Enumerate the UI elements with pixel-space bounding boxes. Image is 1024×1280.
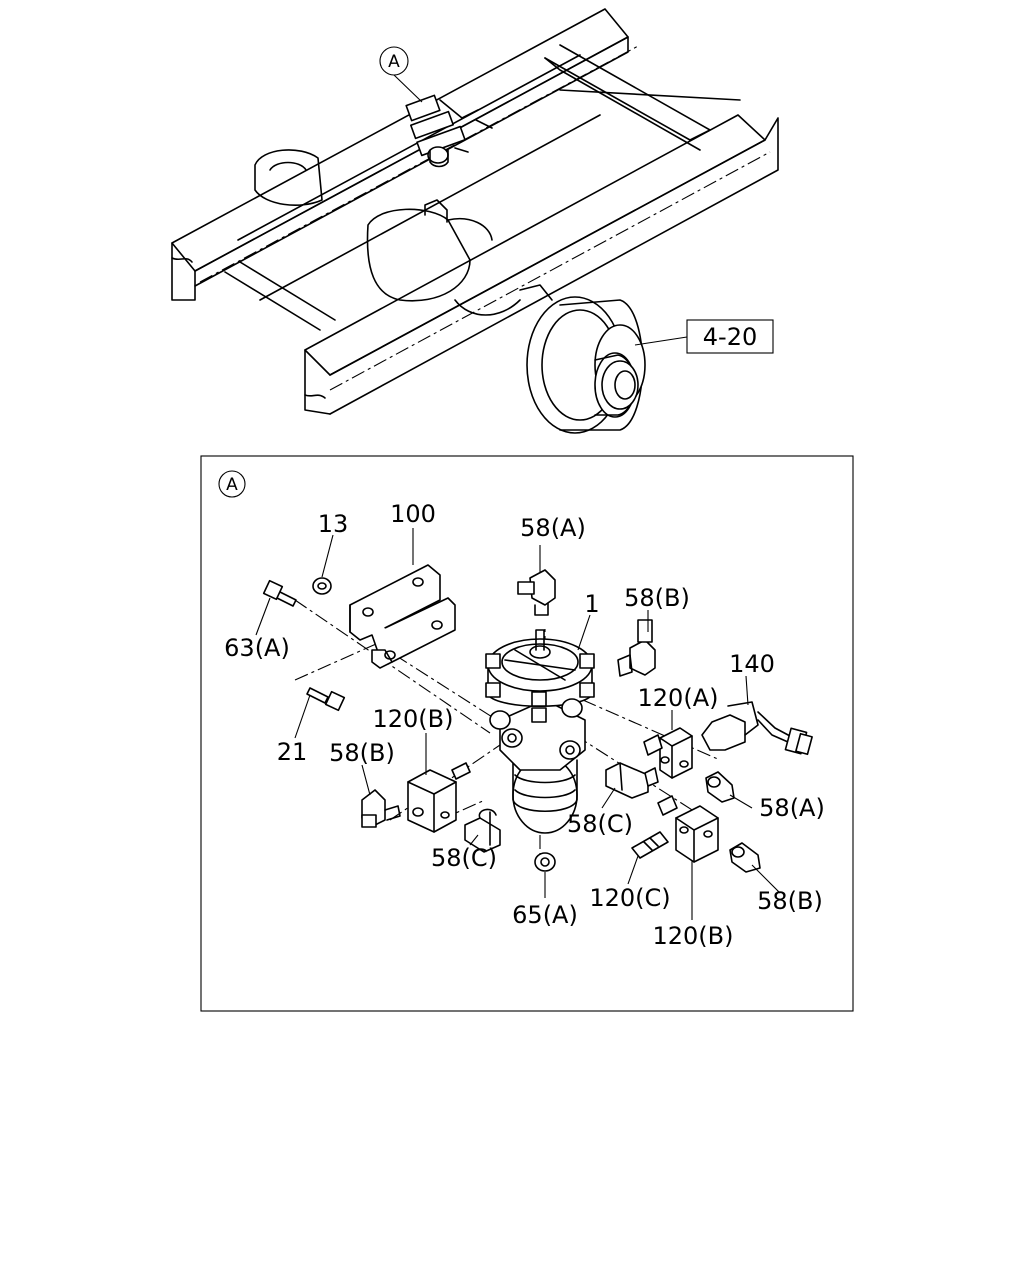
overview-callout-a-letter: A <box>388 52 400 72</box>
label-58c-low: 58(C) <box>431 844 497 872</box>
valve-assembly-location <box>405 94 493 168</box>
chassis-frame-illustration <box>171 8 779 434</box>
part-58b-right-cap[interactable] <box>729 842 761 873</box>
label-120a: 120(A) <box>638 684 719 712</box>
detail-callout-a: A <box>218 470 246 498</box>
part-58b-left-elbow[interactable] <box>361 789 401 828</box>
label-1: 1 <box>584 590 599 618</box>
label-21: 21 <box>277 738 308 766</box>
label-58a-right: 58(A) <box>759 794 825 822</box>
part-58c-mid-fitting[interactable] <box>605 762 659 799</box>
part-120a-block[interactable] <box>643 727 693 779</box>
part-65a-nut[interactable] <box>534 852 556 872</box>
part-140-sensor[interactable] <box>701 701 813 756</box>
detail-view-frame <box>200 455 854 1012</box>
detail-callout-a-letter: A <box>226 475 238 495</box>
part-63a-bolt[interactable] <box>262 579 297 607</box>
label-120c: 120(C) <box>589 884 670 912</box>
label-13: 13 <box>318 510 349 538</box>
part-21-bolt[interactable] <box>306 687 346 712</box>
label-58b-left: 58(B) <box>329 739 395 767</box>
part-58c-lower-left-fitting[interactable] <box>464 808 501 853</box>
label-58b-top: 58(B) <box>624 584 690 612</box>
part-58a-right-cap[interactable] <box>705 771 735 803</box>
part-120b-right-block[interactable] <box>657 795 719 863</box>
part-100-bracket[interactable] <box>349 564 456 669</box>
part-1-valve-body[interactable] <box>485 629 595 834</box>
label-65a: 65(A) <box>512 901 578 929</box>
part-13-nut[interactable] <box>312 577 332 595</box>
label-58b-right: 58(B) <box>757 887 823 915</box>
assembly-line-bolt <box>294 599 491 734</box>
overview-callout-a: A <box>379 46 423 103</box>
part-58b-top-elbow[interactable] <box>617 619 656 677</box>
part-120c-fitting[interactable] <box>631 831 669 859</box>
label-120b-left: 120(B) <box>373 705 454 733</box>
reference-box-label: 4-20 <box>703 323 757 351</box>
reference-box-4-20[interactable]: 4-20 <box>634 319 774 354</box>
label-120b-right: 120(B) <box>653 922 734 950</box>
label-63a: 63(A) <box>224 634 290 662</box>
label-100: 100 <box>390 500 436 528</box>
label-58a-top: 58(A) <box>520 514 586 542</box>
label-58c-mid: 58(C) <box>567 810 633 838</box>
label-140: 140 <box>729 650 775 678</box>
part-120b-left-block[interactable] <box>407 762 471 833</box>
part-58a-top-elbow[interactable] <box>517 569 556 616</box>
